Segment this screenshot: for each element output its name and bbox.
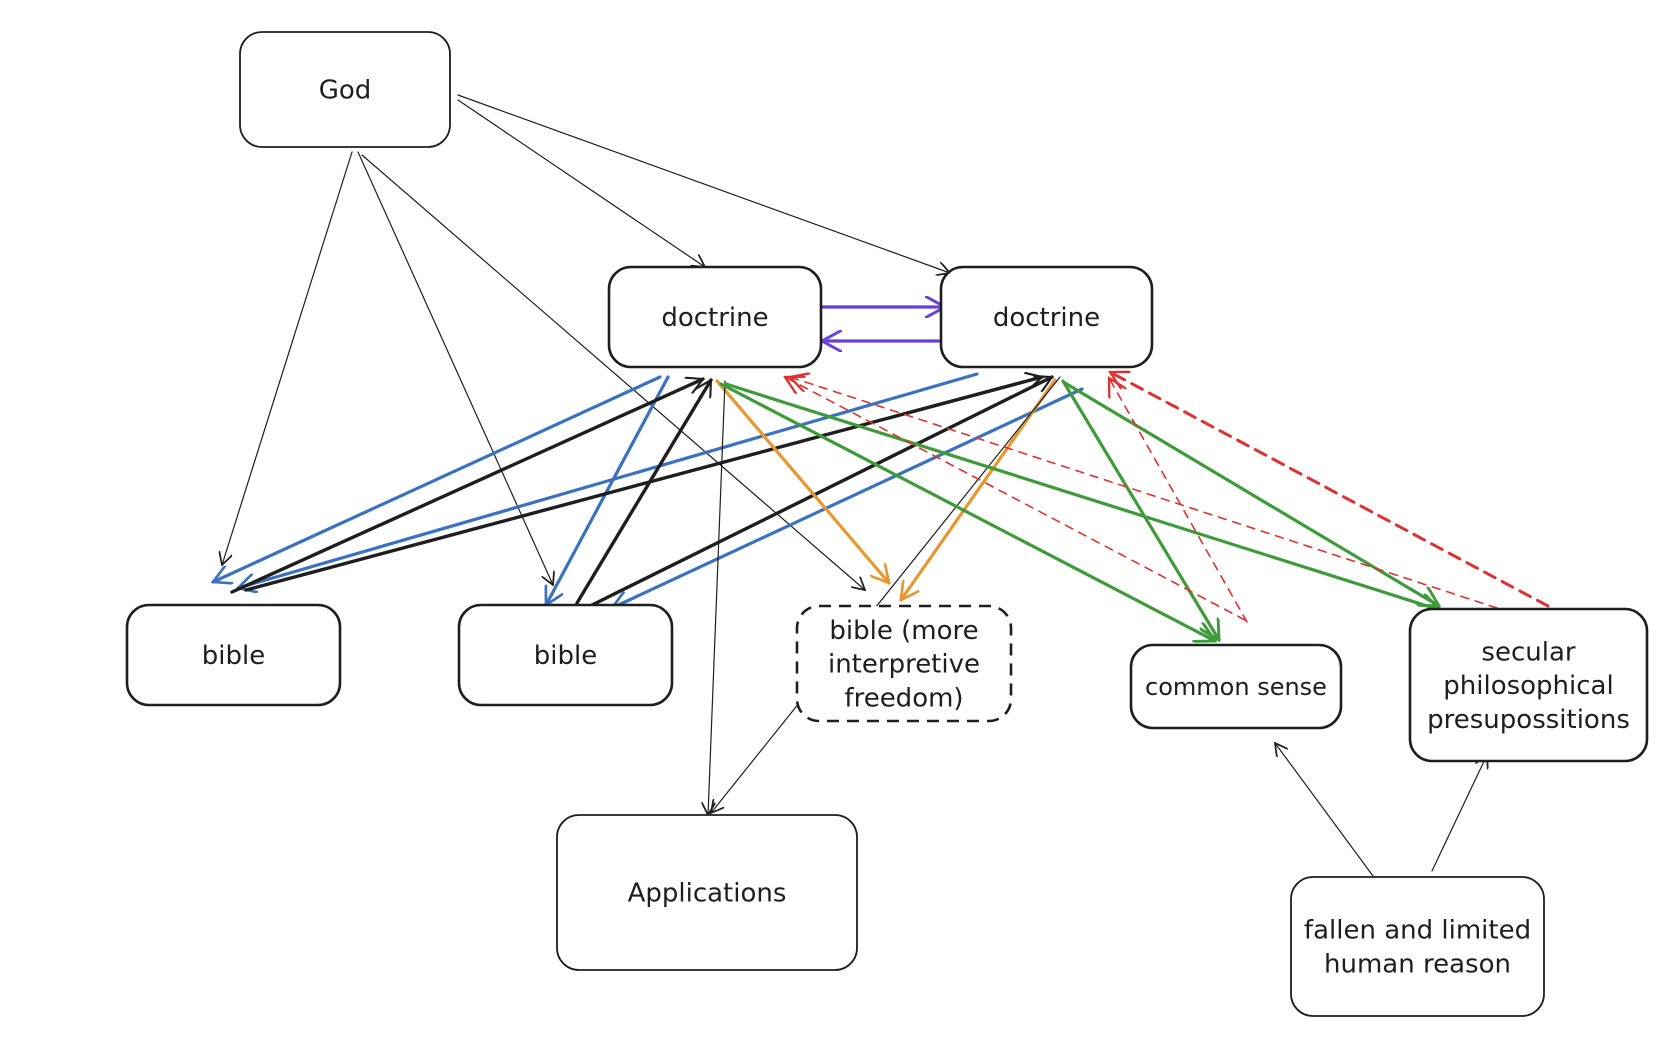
node-label: bible (more bbox=[829, 616, 978, 646]
node-box bbox=[556, 814, 858, 971]
node-label: doctrine bbox=[993, 303, 1100, 333]
node-box bbox=[795, 604, 1013, 723]
node-bible-1[interactable]: bible bbox=[125, 603, 342, 707]
node-label: fallen and limited bbox=[1304, 916, 1531, 946]
edge-doctrine-left-to-applications bbox=[708, 380, 726, 815]
node-bible-2[interactable]: bible bbox=[457, 603, 674, 707]
node-doctrine-right[interactable]: doctrine bbox=[939, 265, 1154, 369]
node-box bbox=[939, 265, 1154, 369]
edge-doctrine-right-to-bible-2 bbox=[612, 387, 1084, 608]
edge-doctrine-right-to-bible-1 bbox=[238, 372, 979, 588]
edges-layer bbox=[213, 94, 1550, 877]
node-label: God bbox=[319, 76, 372, 106]
edge-god-to-bible-free bbox=[361, 154, 865, 590]
edge-doctrine-left-to-bible-free bbox=[715, 379, 889, 583]
edge-doctrine-left-to-bible-1 bbox=[213, 375, 662, 582]
node-doctrine-left[interactable]: doctrine bbox=[607, 265, 823, 369]
node-box bbox=[457, 603, 674, 707]
node-label: secular bbox=[1481, 637, 1575, 667]
node-label: freedom) bbox=[844, 683, 963, 713]
edge-bible-2-to-doctrine-left bbox=[575, 380, 713, 605]
node-box bbox=[125, 603, 342, 707]
edge-god-to-bible-1 bbox=[222, 151, 353, 565]
node-box bbox=[1129, 643, 1343, 730]
node-label: philosophical bbox=[1443, 671, 1613, 701]
node-box bbox=[239, 31, 451, 148]
edge-god-to-doctrine-left bbox=[457, 99, 705, 267]
edge-doctrine-left-to-common-sense bbox=[719, 382, 1215, 641]
edge-common-sense-to-doctrine-right bbox=[1109, 378, 1248, 623]
node-box bbox=[607, 265, 823, 369]
edge-doctrine-right-to-secular bbox=[1063, 381, 1439, 608]
node-box bbox=[1290, 876, 1545, 1017]
node-god[interactable]: God bbox=[239, 31, 451, 148]
edge-bible-1-to-doctrine-left bbox=[230, 379, 703, 594]
node-label: human reason bbox=[1324, 950, 1511, 980]
edge-god-to-bible-2 bbox=[357, 151, 553, 585]
nodes-layer: God doctrine doctrine bible bible bible (more… bbox=[125, 31, 1649, 1017]
edge-secular-to-doctrine-right bbox=[1110, 370, 1550, 608]
node-label: common sense bbox=[1145, 673, 1327, 701]
node-secular[interactable]: secular philosophical presupossitions bbox=[1408, 607, 1649, 763]
edge-secular-to-doctrine-left bbox=[790, 377, 1498, 609]
node-label: bible bbox=[534, 641, 597, 671]
edge-bible-1-to-doctrine-right bbox=[244, 377, 1042, 592]
node-label: doctrine bbox=[661, 303, 768, 333]
edge-doctrine-right-to-common-sense bbox=[1061, 379, 1221, 640]
node-common-sense[interactable]: common sense bbox=[1129, 643, 1343, 730]
node-label: interpretive bbox=[828, 650, 980, 680]
edge-god-to-doctrine-right bbox=[457, 94, 950, 273]
edge-common-sense-to-doctrine-left bbox=[785, 377, 1246, 621]
node-label: presupossitions bbox=[1427, 705, 1630, 735]
edge-doctrine-right-to-applications bbox=[711, 376, 1061, 813]
edge-doctrine-left-to-secular bbox=[724, 382, 1440, 610]
node-box bbox=[1408, 607, 1649, 763]
node-applications[interactable]: Applications bbox=[556, 814, 858, 971]
node-label: Applications bbox=[628, 879, 787, 909]
node-reason[interactable]: fallen and limited human reason bbox=[1290, 876, 1545, 1017]
edge-reason-to-secular bbox=[1431, 755, 1487, 872]
node-label: bible bbox=[202, 641, 265, 671]
edge-doctrine-left-to-bible-2 bbox=[544, 375, 670, 605]
edge-reason-to-common-sense bbox=[1275, 743, 1374, 877]
edge-doctrine-right-to-bible-free bbox=[899, 378, 1057, 600]
edge-bible-2-to-doctrine-right bbox=[588, 377, 1052, 608]
